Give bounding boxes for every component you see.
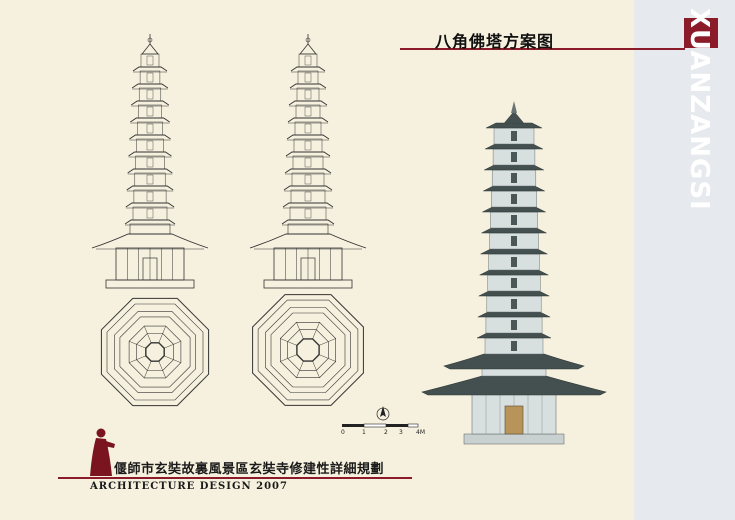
pagoda-elevation-middle xyxy=(249,34,367,289)
octagonal-plan-middle xyxy=(252,294,364,406)
monk-silhouette-icon xyxy=(90,428,115,476)
pagoda-elevation-left xyxy=(91,34,209,289)
north-arrow-icon xyxy=(376,406,390,421)
scale-label-4: 4M xyxy=(416,429,425,436)
pagoda-rendered-elevation xyxy=(421,101,607,445)
scale-label-0: 0 xyxy=(341,429,345,436)
drawing-title: 八角佛塔方案图 xyxy=(435,32,555,51)
scale-bar: 0 1 2 3 4M xyxy=(341,423,425,436)
octagonal-plan-left xyxy=(100,297,210,407)
footer-rule xyxy=(58,477,412,479)
side-band xyxy=(634,0,735,520)
project-title: 偃師市玄奘故裏風景區玄奘寺修建性詳細規劃 xyxy=(114,462,385,477)
scale-label-1: 1 xyxy=(362,429,366,436)
title-rule xyxy=(400,48,685,50)
scale-label-2: 2 xyxy=(384,429,388,436)
accent-square xyxy=(684,18,718,48)
scale-label-3: 3 xyxy=(399,429,403,436)
footer-caption: ARCHITECTURE DESIGN 2007 xyxy=(90,481,288,492)
